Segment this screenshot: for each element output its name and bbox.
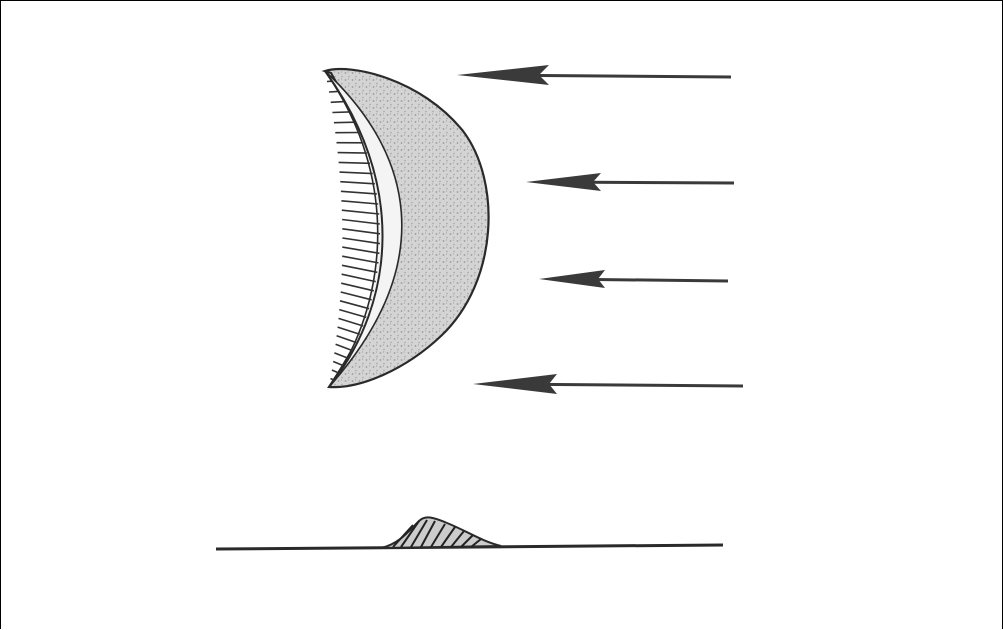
- hatch-line: [341, 201, 378, 204]
- hatch-line: [340, 172, 373, 174]
- wind-arrow: [473, 374, 743, 394]
- hatch-line: [332, 112, 349, 113]
- hatch-line: [334, 122, 355, 123]
- hatch-line: [331, 102, 345, 103]
- hatch-line: [339, 310, 366, 318]
- hatch-line: [333, 362, 343, 366]
- wind-arrow: [457, 65, 731, 85]
- dune-profile-view: [216, 517, 723, 549]
- hatch-line: [342, 247, 379, 253]
- hatch-line: [341, 283, 374, 291]
- hatch-line: [338, 153, 367, 154]
- hatch-line: [342, 274, 376, 281]
- wind-arrows: [457, 65, 743, 394]
- wind-arrow: [539, 270, 728, 288]
- hatch-line: [341, 292, 372, 300]
- hatch-line: [334, 353, 348, 358]
- hatch-line: [338, 327, 360, 334]
- hatch-line: [340, 182, 375, 184]
- hatch-line: [342, 265, 377, 272]
- hatch-line: [342, 238, 380, 244]
- hatch-line: [337, 336, 357, 343]
- hatch-line: [342, 210, 379, 214]
- hatch-line: [341, 191, 377, 194]
- wind-arrow: [526, 173, 734, 191]
- hatch-line: [329, 91, 338, 92]
- hatch-line: [340, 301, 369, 309]
- hatch-line: [336, 344, 353, 350]
- hatch-line: [342, 256, 378, 263]
- hatch-line: [342, 229, 380, 234]
- dune-profile: [381, 517, 501, 548]
- hatch-line: [339, 162, 370, 163]
- hatch-line: [342, 220, 380, 225]
- dune-plan-view: [325, 69, 489, 387]
- hatch-line: [339, 318, 364, 326]
